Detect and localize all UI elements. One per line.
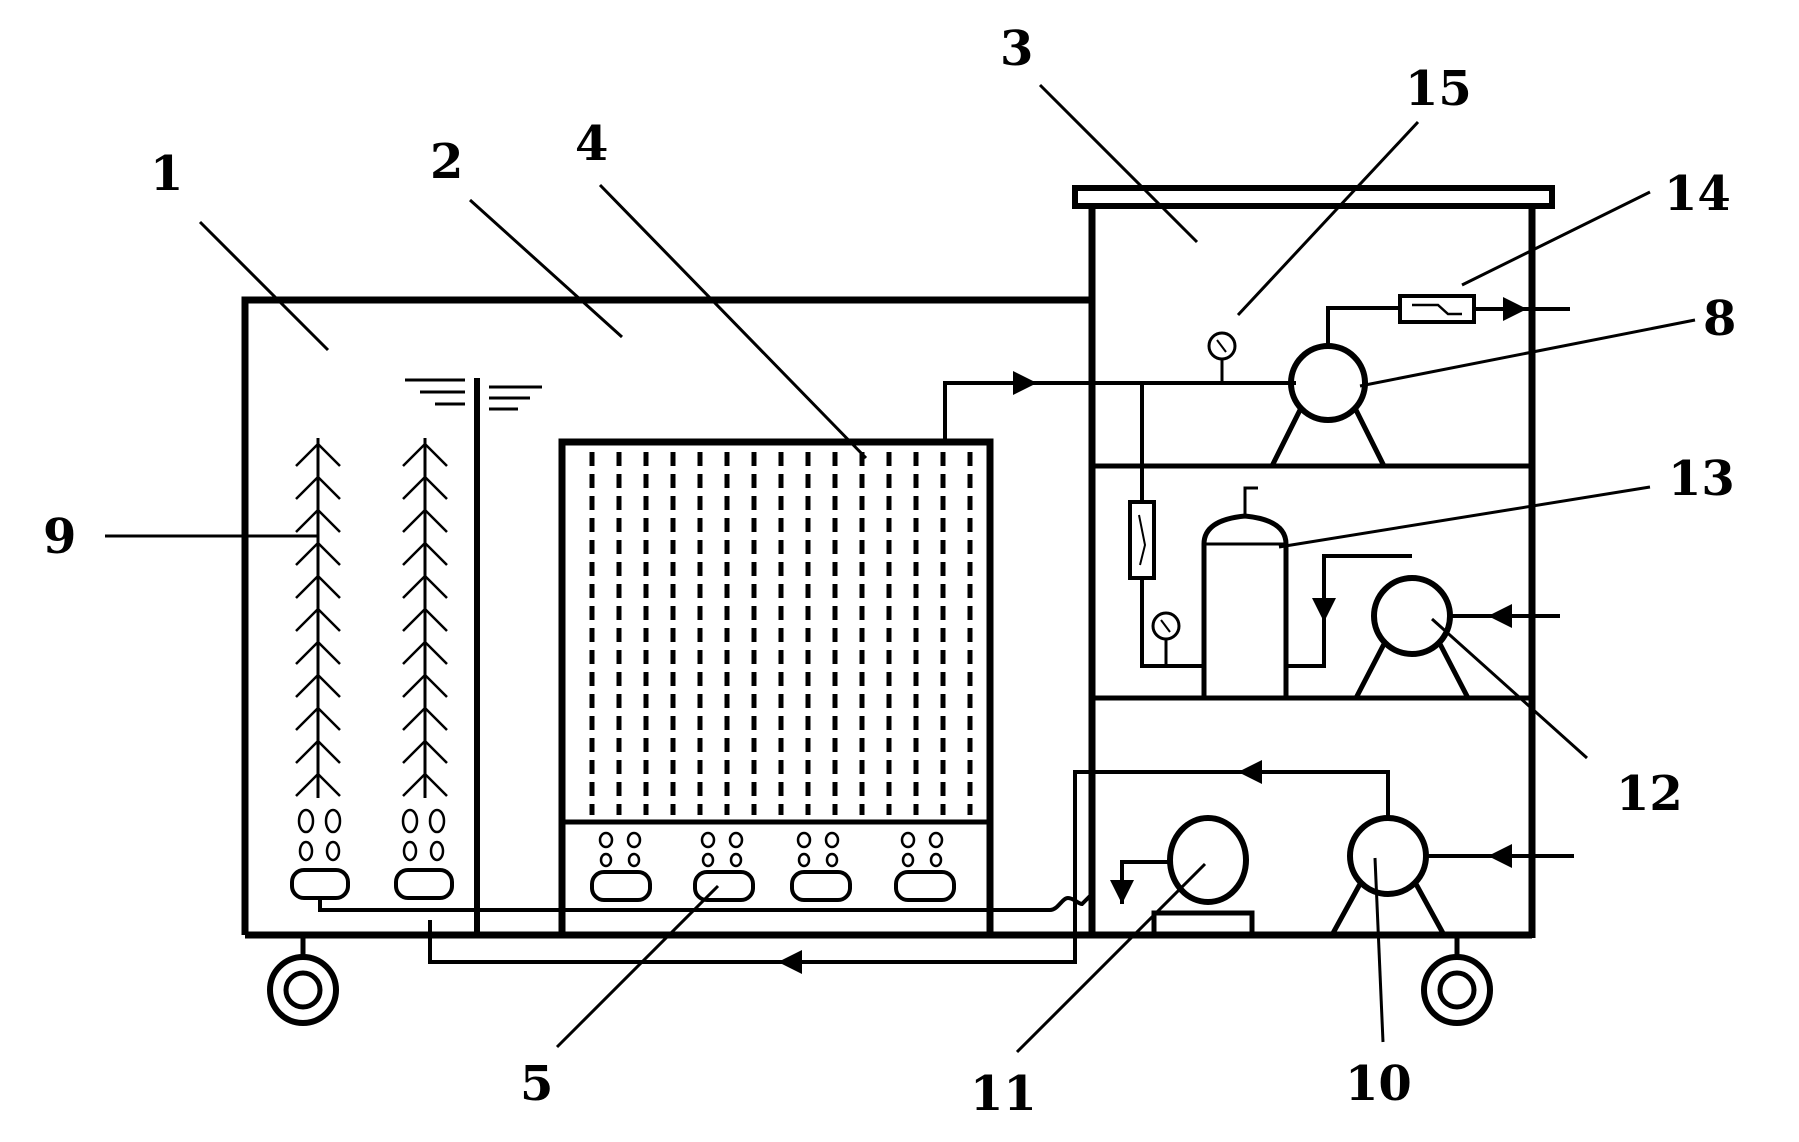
main-tank [241, 296, 1092, 939]
label-14: 14 [1664, 166, 1731, 222]
left-aerators [290, 808, 454, 900]
suction-pump-8 [1269, 343, 1387, 468]
label-13: 13 [1668, 451, 1735, 507]
pump-8-outlet-pipe [1326, 306, 1400, 346]
wheel-right [1421, 938, 1493, 1026]
equipment-cabinet [1072, 185, 1555, 939]
pressure-gauge-15 [1207, 331, 1237, 383]
pressure-gauge-middle [1151, 611, 1181, 666]
blower-11 [1151, 815, 1255, 938]
label-8: 8 [1703, 291, 1736, 347]
biofilm-carrier-left [295, 438, 341, 798]
wheel-left [267, 938, 339, 1026]
label-11: 11 [970, 1066, 1037, 1122]
dosing-tank-13 [1201, 486, 1289, 698]
flowmeter-14 [1398, 294, 1476, 324]
label-1: 1 [150, 146, 183, 202]
air-pipe-middle [1140, 578, 1204, 668]
water-level-weir [405, 378, 542, 935]
label-9: 9 [43, 509, 76, 565]
rotameter [1128, 500, 1156, 580]
membrane-module [558, 438, 994, 935]
label-10: 10 [1345, 1056, 1412, 1112]
leader-lines [105, 83, 1696, 1054]
membrane-aerators [590, 831, 956, 902]
permeate-pipe [943, 381, 1296, 442]
label-3: 3 [1000, 21, 1033, 77]
label-12: 12 [1616, 766, 1683, 822]
feed-pump-10 [1329, 815, 1447, 937]
label-15: 15 [1405, 61, 1472, 117]
label-5: 5 [520, 1056, 553, 1112]
recirculation-pipe [428, 770, 1090, 964]
label-2: 2 [430, 134, 463, 190]
part-labels: 1 2 3 4 5 8 9 10 11 12 13 14 15 [43, 21, 1736, 1122]
label-4: 4 [575, 116, 608, 172]
aeration-pipe [318, 894, 1092, 912]
biofilm-carrier-right [402, 438, 448, 798]
feed-pipe [1090, 770, 1390, 818]
